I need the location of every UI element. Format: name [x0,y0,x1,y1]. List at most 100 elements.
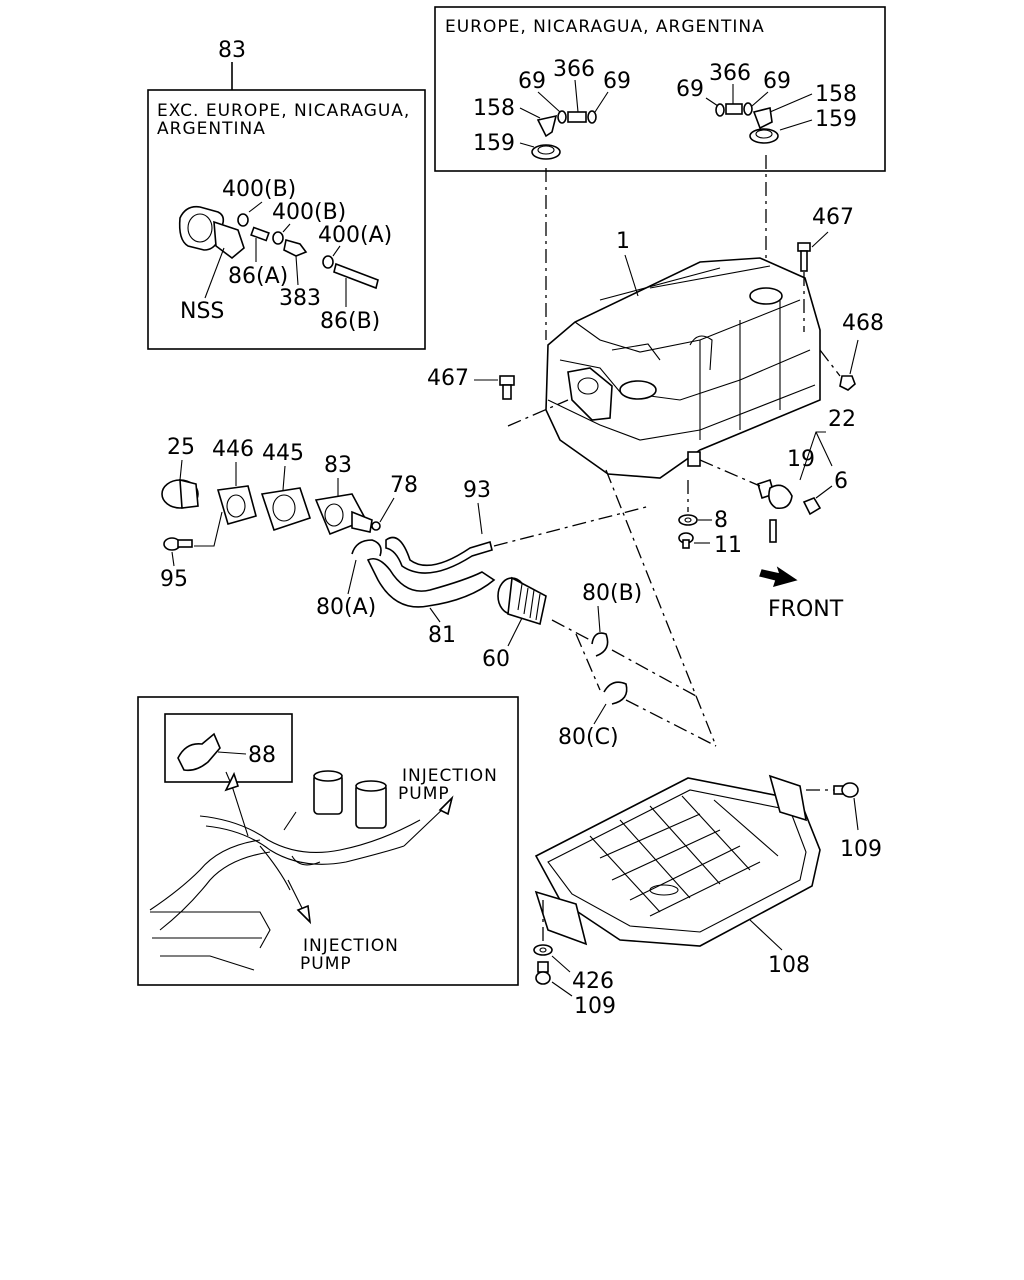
injection-label-top-1: INJECTION [402,766,498,786]
europe-box: EUROPE, NICARAGUA, ARGENTINA 69 366 69 1… [434,6,886,172]
callout-69-1: 69 [518,69,546,94]
callout-109-right: 109 [840,837,882,862]
callout-19: 19 [787,447,815,472]
valve-158-2 [752,107,773,130]
filler-neck-nss [178,205,245,260]
callout-468: 468 [842,311,884,336]
guard-bracket-left [534,890,588,946]
tank-filler-opening [619,380,657,400]
washer-426 [533,944,553,956]
callout-86b: 86(B) [320,309,380,334]
exc-europe-box: 83 EXC. EUROPE, NICARAGUA, ARGENTINA NSS… [147,38,426,350]
fuel-tank [545,257,821,479]
nut-468 [839,375,856,391]
callout-6: 6 [834,469,848,494]
clamp-400b-1 [237,213,249,227]
callout-159-1: 159 [473,131,515,156]
clamp-400b-2 [272,231,284,245]
injection-label-bottom-2: PUMP [300,954,352,974]
europe-title: EUROPE, NICARAGUA, ARGENTINA [445,17,765,37]
callout-467-right: 467 [812,205,854,230]
washer-8 [678,514,698,526]
callout-467-left: 467 [427,366,469,391]
filler-neck-83 [314,493,373,536]
callout-426: 426 [572,969,614,994]
bolt-95 [163,537,193,551]
gasket-446 [216,485,257,525]
tank-top-opening [749,287,783,305]
callout-25: 25 [167,435,195,460]
callout-158-2: 158 [815,82,857,107]
clamp-69-1 [557,110,567,124]
valve-158-1 [536,114,558,138]
bolt-109-left [535,961,551,985]
callout-78: 78 [390,473,418,498]
injection-label-bottom-1: INJECTION [303,936,399,956]
clamp-80b [591,632,609,657]
clamp-69-2 [587,110,597,124]
callout-83-neck: 83 [324,453,352,478]
injection-pump-box: 88 INJECTION PUMP INJECTION PUMP [137,696,519,986]
callout-80c: 80(C) [558,725,619,750]
grommet-159-2 [749,128,779,144]
guard-bracket-right [768,774,808,822]
screw-6 [802,497,822,516]
front-arrow-icon [759,566,798,587]
callout-400b-2: 400(B) [272,200,346,225]
connector-383 [283,238,308,257]
clamp-69-3 [715,103,725,117]
clamp-80c [603,681,628,705]
clamp-80a [351,539,382,557]
fill-hose-81 [366,557,496,608]
bolt-11 [678,532,694,549]
callout-69-3: 69 [676,77,704,102]
sender-pipe [769,519,777,543]
callout-11: 11 [714,533,742,558]
callout-80b: 80(B) [582,581,642,606]
callout-383: 383 [279,286,321,311]
callout-80a: 80(A) [316,595,376,620]
callout-nss: NSS [180,299,224,324]
hose-86b [333,262,379,290]
hose-366-1 [567,111,587,123]
callout-158-1: 158 [473,96,515,121]
callout-159-2: 159 [815,107,857,132]
front-label: FRONT [768,597,844,622]
callout-400b-1: 400(B) [222,177,296,202]
callout-95: 95 [160,567,188,592]
bolt-109-right [833,782,859,798]
callout-445: 445 [262,441,304,466]
callout-8: 8 [714,508,728,533]
injection-label-top-2: PUMP [398,784,450,804]
callout-366-2: 366 [709,61,751,86]
under-guard-108 [534,774,821,947]
hose-86a [250,226,270,242]
clamp-69-4 [743,102,753,116]
callout-83-box: 83 [218,38,246,63]
callout-88: 88 [248,743,276,768]
callout-69-2: 69 [603,69,631,94]
exc-europe-title-1: EXC. EUROPE, NICARAGUA, [157,101,410,121]
callout-81: 81 [428,623,456,648]
tank-drain-fitting [687,451,701,467]
callout-366-1: 366 [553,57,595,82]
callout-22: 22 [828,407,856,432]
sender-unit [768,484,793,510]
callout-446: 446 [212,437,254,462]
callout-109-left: 109 [574,994,616,1019]
fuel-cap-25 [161,478,199,509]
clamp-400a [322,255,334,269]
housing-445 [260,487,312,532]
callout-93: 93 [463,478,491,503]
callout-108: 108 [768,953,810,978]
callout-86a: 86(A) [228,264,288,289]
callout-1: 1 [616,229,630,254]
detail-88-box [164,713,293,783]
hose-93 [385,536,493,574]
bolt-467-right [797,242,811,272]
screw-78 [371,521,381,531]
bolt-467-left [499,375,515,400]
callout-69-4: 69 [763,69,791,94]
hose-366-2 [725,103,743,115]
